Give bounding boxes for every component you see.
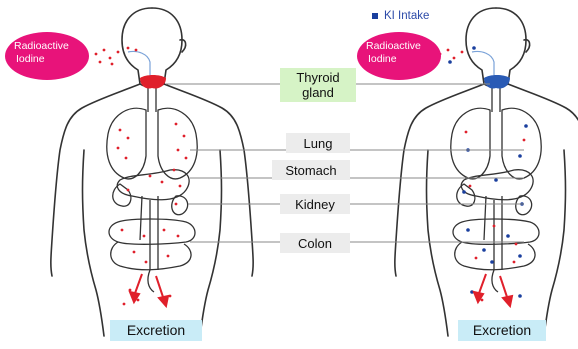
particle-dot [447,49,450,52]
particle-dot [506,234,510,238]
particle-dot [513,261,516,264]
legend-square-icon [372,13,378,19]
particle-dot [161,181,164,184]
particle-dot [518,154,522,158]
particle-dot [472,46,476,50]
kidney-label: Kidney [280,194,350,214]
particle-dot [119,129,122,132]
particle-dot [461,51,464,54]
particle-dot [518,294,522,298]
particle-dot [469,185,472,188]
particle-dot [524,124,528,128]
particle-dot [490,260,494,264]
excretion-label-right: Excretion [458,320,546,341]
particle-dot [183,135,186,138]
particle-dot [515,243,518,246]
radioactive-label-line1: Radioactive [14,40,69,53]
excretion-label-left: Excretion [110,320,202,341]
lung-label: Lung [286,133,350,153]
particle-dot [523,139,526,142]
particle-dot [149,175,152,178]
particle-dot [121,229,124,232]
particle-dot [482,248,486,252]
particle-dot [163,229,166,232]
particle-dot [133,251,136,254]
radioactive-label-left: Radioactive Iodine [14,40,69,66]
particle-dot [109,57,112,60]
particle-dot [179,185,182,188]
particle-dot [465,131,468,134]
particle-dot [493,225,496,228]
particle-dot [111,63,114,66]
particle-dot [177,235,180,238]
stomach-label: Stomach [272,160,350,180]
particle-dot [173,169,176,172]
thyroid-gland-label: Thyroid gland [280,68,356,102]
particle-dot [143,235,146,238]
legend-label: KI Intake [384,10,429,22]
particle-dot [117,51,120,54]
thyroid-gland-right [484,75,510,89]
particle-dot [453,57,456,60]
colon-label: Colon [280,233,350,253]
particle-dot [127,137,130,140]
particle-dot [466,228,470,232]
particle-dot [95,53,98,56]
particle-dot [175,203,178,206]
particle-dot [103,49,106,52]
thyroid-gland-left [140,75,166,89]
particle-dot [145,261,148,264]
particle-dot [175,123,178,126]
radioactive-label-line1: Radioactive [366,40,421,53]
excretion-arrows-left [130,274,168,306]
particle-dot [167,255,170,258]
particle-dot [462,190,466,194]
particle-dot [135,49,138,52]
particle-dot [177,149,180,152]
particle-dot [127,189,130,192]
particle-dot [518,254,522,258]
particle-dot [99,61,102,64]
excretion-arrows-right [474,274,512,306]
particle-dot [185,157,188,160]
particle-dot [123,303,126,306]
iodine-label-line2: Iodine [14,53,69,66]
particle-dot [475,257,478,260]
particle-dot [448,60,452,64]
particle-dot [117,147,120,150]
radioactive-label-right: Radioactive Iodine [366,40,421,66]
iodine-label-line2: Iodine [366,53,421,66]
legend: KI Intake [372,10,429,22]
particle-dot [125,157,128,160]
particle-dot [494,178,498,182]
particle-dot [127,47,130,50]
